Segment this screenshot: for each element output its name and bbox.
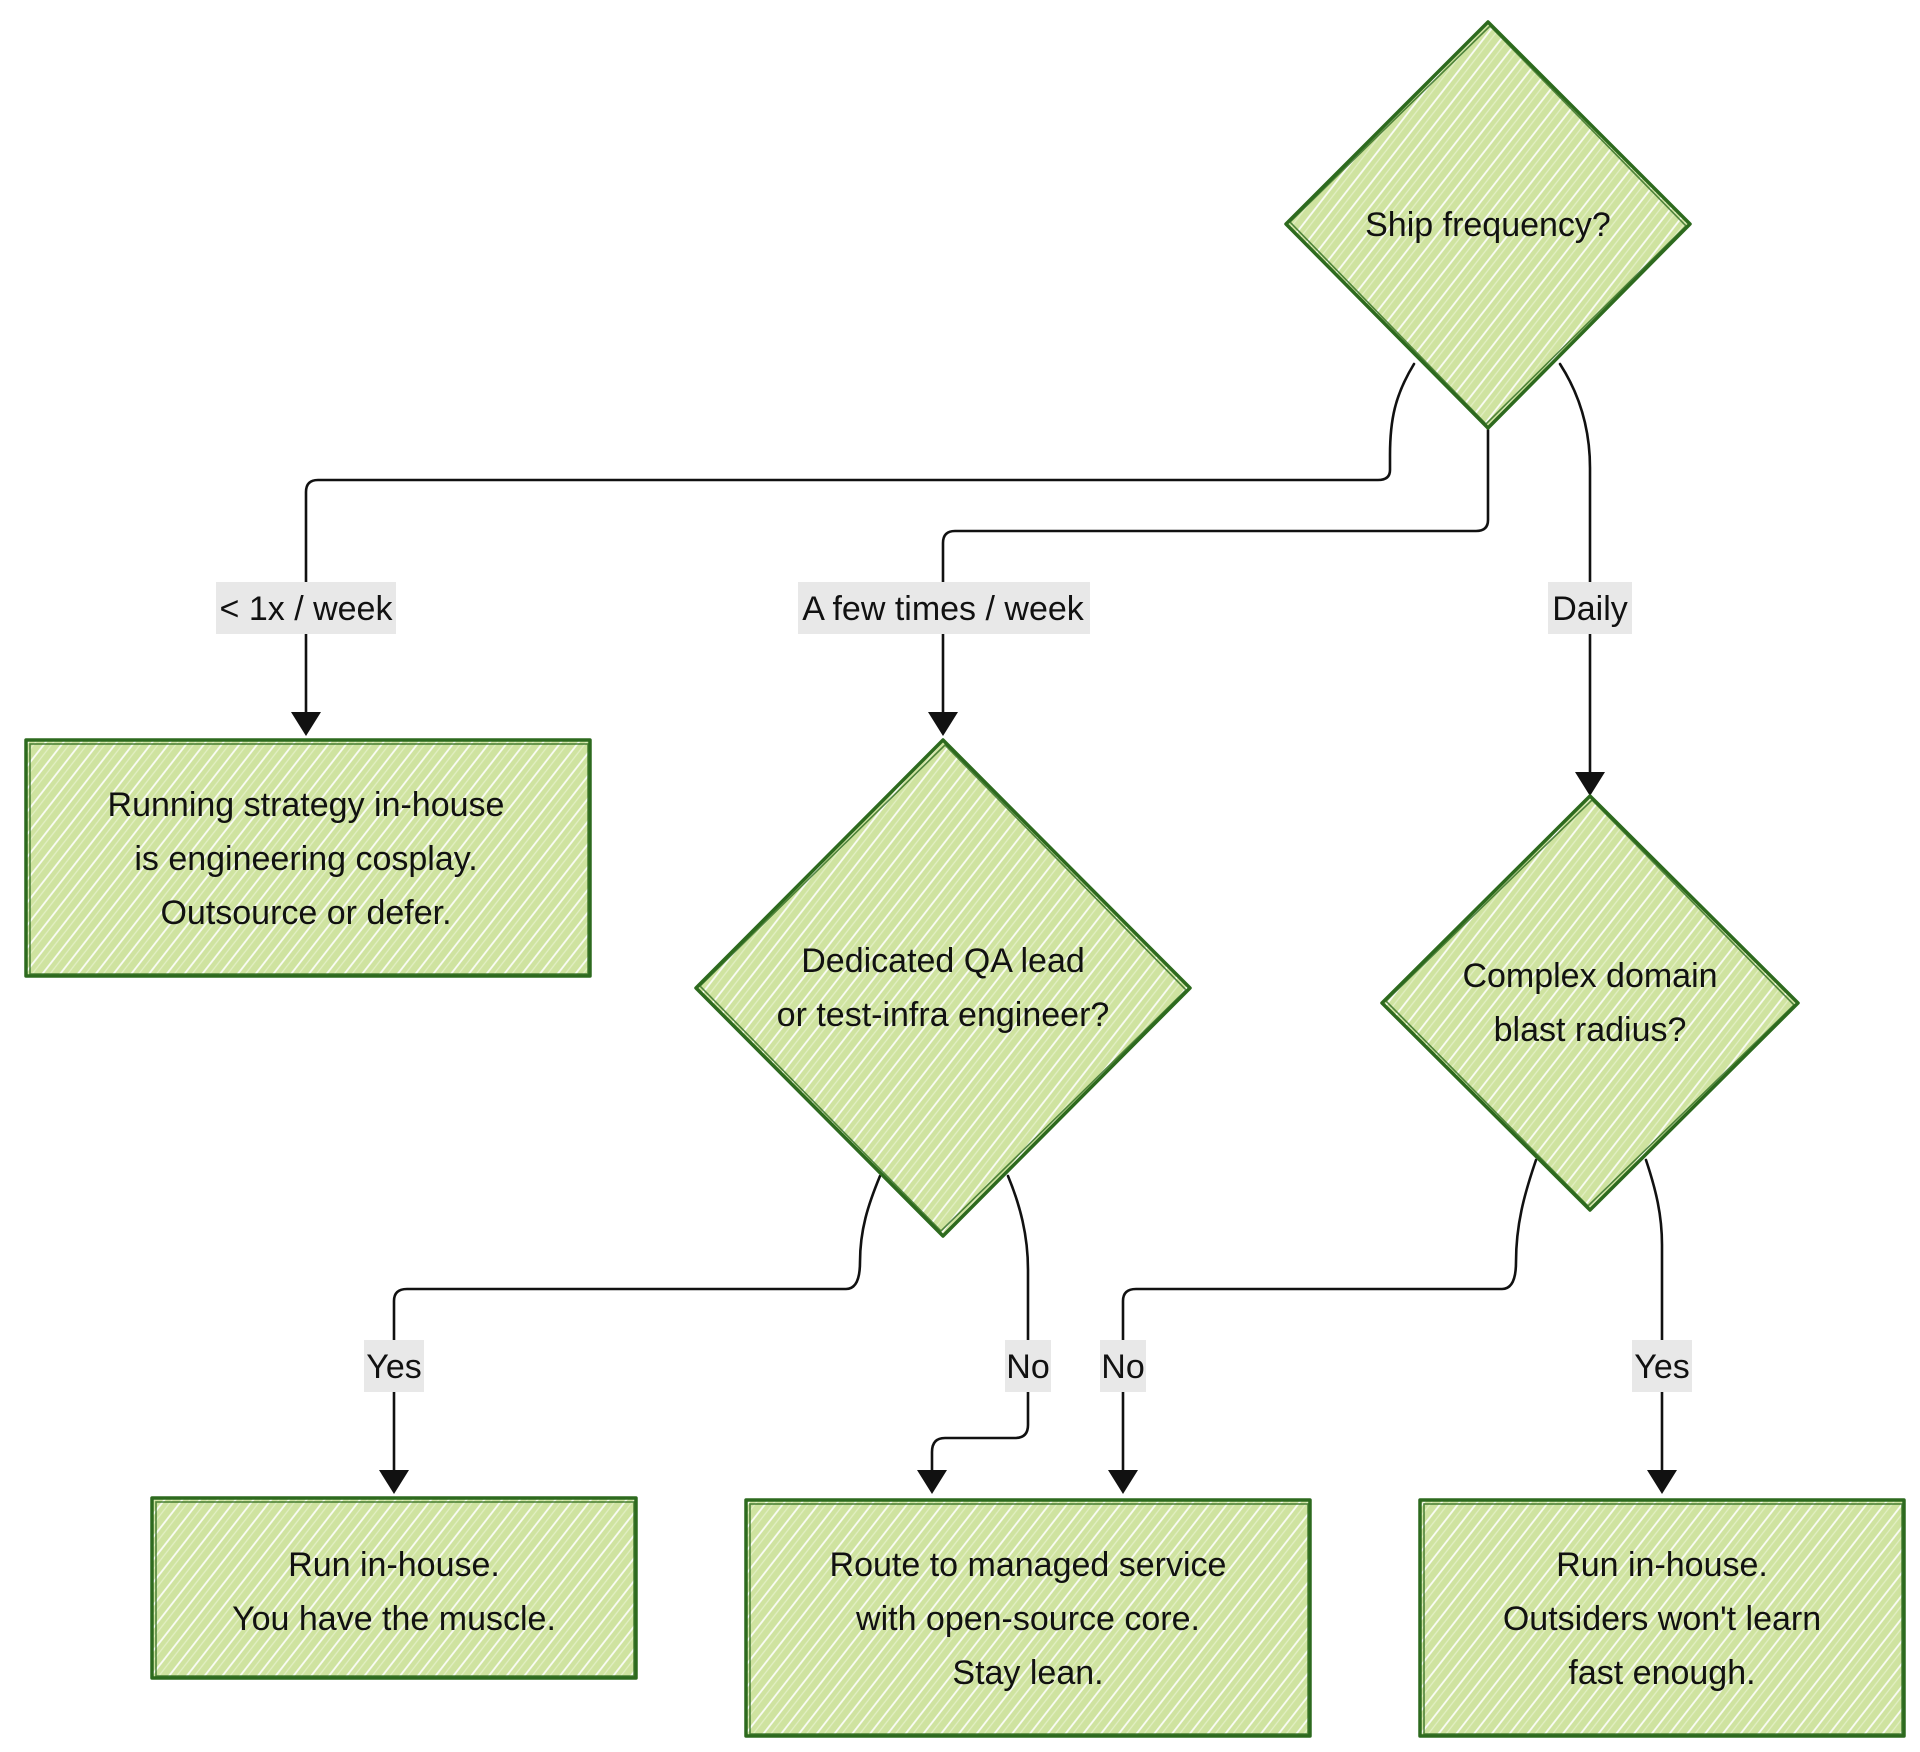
edge-label-qa-yes: Yes [366, 1348, 421, 1386]
outcome-outsource-line-3: Outsource or defer. [160, 894, 451, 932]
edge-line-domain-yes [1644, 1158, 1664, 1472]
edge-label-bg-qa-yes [364, 1340, 424, 1392]
decision-qa-lead[interactable]: Dedicated QA lead or test-infra engineer… [694, 738, 1192, 1238]
edge-label-qa-no: No [1006, 1348, 1049, 1386]
rectangle-sketch-stroke [1423, 1503, 1903, 1735]
edge-line-few-times-week [941, 428, 1490, 714]
arrowhead-managed-from-domain [1108, 1470, 1138, 1494]
arrowhead-run-outsiders [1647, 1470, 1677, 1494]
outcome-managed-service-line-1: Route to managed service [830, 1546, 1227, 1584]
outcome-run-outsiders[interactable]: Run in-house. Outsiders won't learn fast… [1418, 1498, 1906, 1738]
edge-few-times-week: A few times / week [798, 428, 1490, 736]
edge-line-qa-no [930, 1174, 1030, 1472]
edge-label-daily: Daily [1552, 590, 1628, 628]
edge-domain-no: No [1100, 1158, 1538, 1494]
edge-domain-yes: Yes [1632, 1158, 1692, 1494]
outcome-managed-service-line-3: Stay lean. [952, 1654, 1103, 1692]
outcome-managed-service-line-2: with open-source core. [855, 1600, 1200, 1638]
edge-line-qa-yes [392, 1174, 882, 1472]
diamond-shape [1380, 794, 1800, 1212]
decision-qa-lead-line-1: Dedicated QA lead [801, 942, 1085, 980]
outcome-outsource-line-2: is engineering cosplay. [134, 840, 477, 878]
arrowhead-qa-lead [928, 712, 958, 736]
rectangle-shape [150, 1496, 638, 1680]
rectangle-shape [24, 738, 592, 978]
edge-label-bg-few-times-week [798, 582, 1090, 634]
edge-label-bg-qa-no [1005, 1340, 1051, 1392]
decision-qa-lead-line-2: or test-infra engineer? [777, 996, 1110, 1034]
arrowhead-outsource [291, 712, 321, 736]
edge-label-domain-yes: Yes [1634, 1348, 1689, 1386]
edge-line-domain-no [1121, 1158, 1538, 1472]
outcome-run-outsiders-line-2: Outsiders won't learn [1503, 1600, 1821, 1638]
outcome-run-muscle-line-2: You have the muscle. [232, 1600, 556, 1638]
outcome-run-outsiders-line-1: Run in-house. [1556, 1546, 1768, 1584]
diamond-sketch-stroke [1288, 24, 1688, 426]
outcome-outsource[interactable]: Running strategy in-house is engineering… [24, 738, 592, 978]
edge-qa-yes: Yes [364, 1174, 882, 1494]
decision-ship-frequency-label: Ship frequency? [1365, 206, 1611, 244]
edge-less-than-weekly: < 1x / week [216, 362, 1416, 736]
rectangle-sketch-stroke [29, 743, 589, 975]
decision-complex-domain-line-1: Complex domain [1462, 957, 1717, 995]
edge-label-few-times-week: A few times / week [802, 590, 1085, 628]
diamond-shape [1284, 20, 1692, 430]
rectangle-sketch-stroke [155, 1501, 635, 1677]
edge-line-daily [1558, 362, 1592, 774]
outcome-run-muscle[interactable]: Run in-house. You have the muscle. [150, 1496, 638, 1680]
rectangle-shape [744, 1498, 1312, 1738]
outcome-outsource-line-1: Running strategy in-house [108, 786, 505, 824]
arrowhead-managed-from-qa [917, 1470, 947, 1494]
edge-label-bg-less-than-weekly [216, 582, 396, 634]
edge-label-less-than-weekly: < 1x / week [220, 590, 394, 628]
decision-complex-domain-line-2: blast radius? [1494, 1011, 1687, 1049]
edge-label-domain-no: No [1101, 1348, 1144, 1386]
edge-label-bg-daily [1548, 582, 1632, 634]
edge-qa-no: No [917, 1174, 1051, 1494]
rectangle-shape [1418, 1498, 1906, 1738]
outcome-run-outsiders-line-3: fast enough. [1568, 1654, 1755, 1692]
edge-line-less-than-weekly [304, 362, 1416, 714]
decision-complex-domain[interactable]: Complex domain blast radius? [1380, 794, 1800, 1212]
diamond-sketch-stroke [698, 743, 1188, 1233]
diamond-shape [694, 738, 1192, 1238]
arrowhead-complex-domain [1575, 772, 1605, 796]
edge-label-bg-domain-yes [1632, 1340, 1692, 1392]
decision-ship-frequency[interactable]: Ship frequency? [1284, 20, 1692, 430]
diamond-sketch-stroke [1384, 798, 1796, 1208]
outcome-managed-service[interactable]: Route to managed service with open-sourc… [744, 1498, 1312, 1738]
rectangle-sketch-stroke [749, 1503, 1309, 1735]
edges-layer: < 1x / week A few times / week Daily Yes [216, 362, 1692, 1494]
nodes-layer: Ship frequency? Running strategy in-hous… [24, 20, 1906, 1738]
edge-label-bg-domain-no [1100, 1340, 1146, 1392]
outcome-run-muscle-line-1: Run in-house. [288, 1546, 500, 1584]
edge-daily: Daily [1548, 362, 1632, 796]
arrowhead-run-muscle [379, 1470, 409, 1494]
